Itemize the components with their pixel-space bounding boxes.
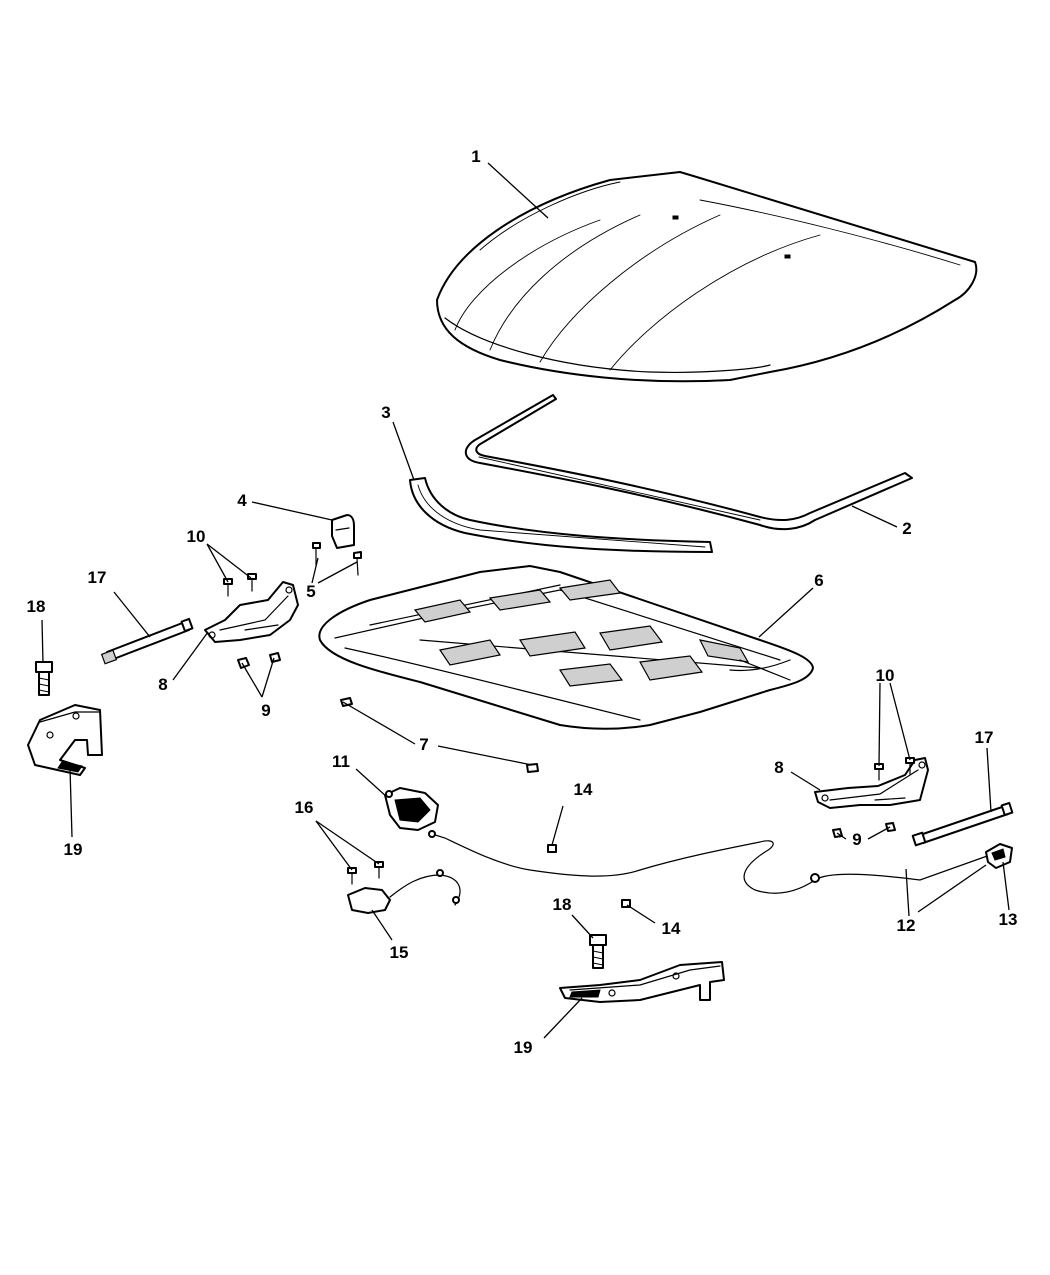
- callout-18-right: 18: [553, 895, 572, 914]
- hinge-left: [204, 581, 299, 643]
- callout-15: 15: [390, 943, 409, 962]
- callout-8-right: 8: [774, 758, 783, 777]
- strut-right: [911, 802, 1014, 847]
- hood-release-cable: [428, 830, 991, 894]
- callout-9-right: 9: [852, 830, 861, 849]
- hood-panel: [436, 171, 978, 383]
- leader-lines: [41, 162, 1010, 1039]
- callout-3: 3: [381, 403, 390, 422]
- hood-inner-panel: [318, 565, 814, 730]
- callout-18-left: 18: [27, 597, 46, 616]
- rear-hood-seal: [464, 394, 913, 531]
- callout-1: 1: [471, 147, 480, 166]
- callout-7: 7: [419, 735, 428, 754]
- callout-5: 5: [306, 582, 315, 601]
- callout-labels: 1 2 3 4 5 6 7 8 8 9 9 10 10 11 12 13 14 …: [27, 147, 1018, 1057]
- secondary-latch: [347, 869, 461, 914]
- push-pins-5: [312, 542, 362, 576]
- callout-16: 16: [295, 798, 314, 817]
- callout-19-right: 19: [514, 1038, 533, 1057]
- callout-11: 11: [332, 752, 350, 771]
- callout-10-left: 10: [187, 527, 206, 546]
- hood-latch: [384, 787, 439, 831]
- nuts-9: [237, 652, 896, 838]
- callout-9-left: 9: [261, 701, 270, 720]
- callout-2: 2: [902, 519, 911, 538]
- strut-left: [100, 617, 194, 665]
- release-handle: [985, 843, 1013, 869]
- callout-17-left: 17: [88, 568, 107, 587]
- clip-4: [331, 514, 355, 549]
- callout-17-right: 17: [975, 728, 994, 747]
- clips-7: [340, 697, 539, 773]
- callout-6: 6: [814, 571, 823, 590]
- callout-12: 12: [897, 916, 916, 935]
- callout-13: 13: [999, 910, 1018, 929]
- front-hood-seal: [409, 477, 713, 553]
- hinge-right: [814, 757, 929, 809]
- bolt-18-right: [589, 934, 607, 969]
- callout-10-right: 10: [876, 666, 895, 685]
- bracket-19-right: [559, 961, 725, 1003]
- callout-14-top: 14: [574, 780, 593, 799]
- bolt-18-left: [35, 661, 53, 696]
- bolts-16: [347, 861, 384, 885]
- callout-8-left: 8: [158, 675, 167, 694]
- callout-19-left: 19: [64, 840, 83, 859]
- callout-14-bottom: 14: [662, 919, 681, 938]
- bracket-19-left: [27, 704, 103, 776]
- callout-4: 4: [237, 491, 247, 510]
